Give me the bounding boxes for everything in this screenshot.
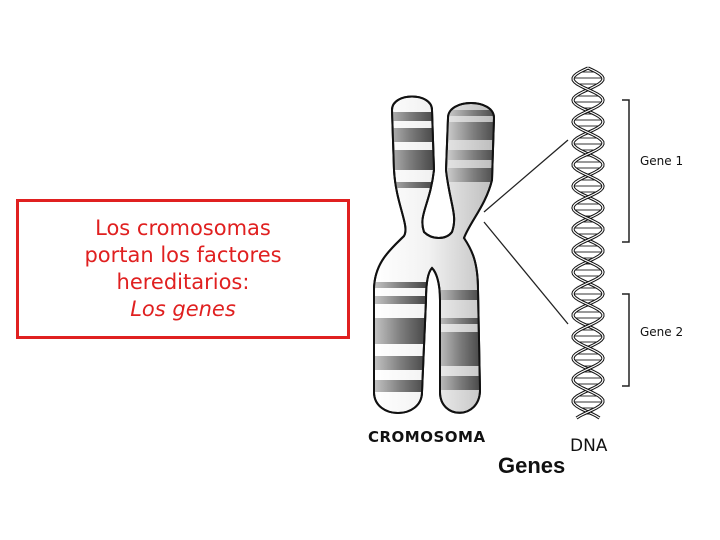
genes-label: Genes [498, 453, 566, 478]
dna-label: DNA [570, 436, 608, 456]
callout-line-1: Los cromosomas [95, 216, 271, 240]
gene-1-label: Gene 1 [640, 154, 684, 168]
chromosome-illustration [373, 95, 496, 414]
gene-2-bracket [622, 293, 630, 387]
callout-box: Los cromosomas portan los factores hered… [16, 199, 350, 339]
gene-2-label: Gene 2 [640, 325, 684, 339]
dna-strand-b-highlight [572, 67, 604, 419]
connector-line-lower [483, 221, 569, 325]
dna-helix [571, 66, 605, 420]
connector-line-upper [483, 139, 569, 213]
dna-strand-a-highlight [572, 67, 604, 419]
chromosome-bands [374, 110, 494, 392]
cromosoma-label: CROMOSOMA [368, 428, 486, 446]
callout-line-2: portan los factores [84, 243, 282, 267]
callout-line-3: hereditarios: [116, 270, 250, 294]
gene-1-bracket [622, 99, 630, 243]
callout-line-4: Los genes [130, 297, 236, 321]
